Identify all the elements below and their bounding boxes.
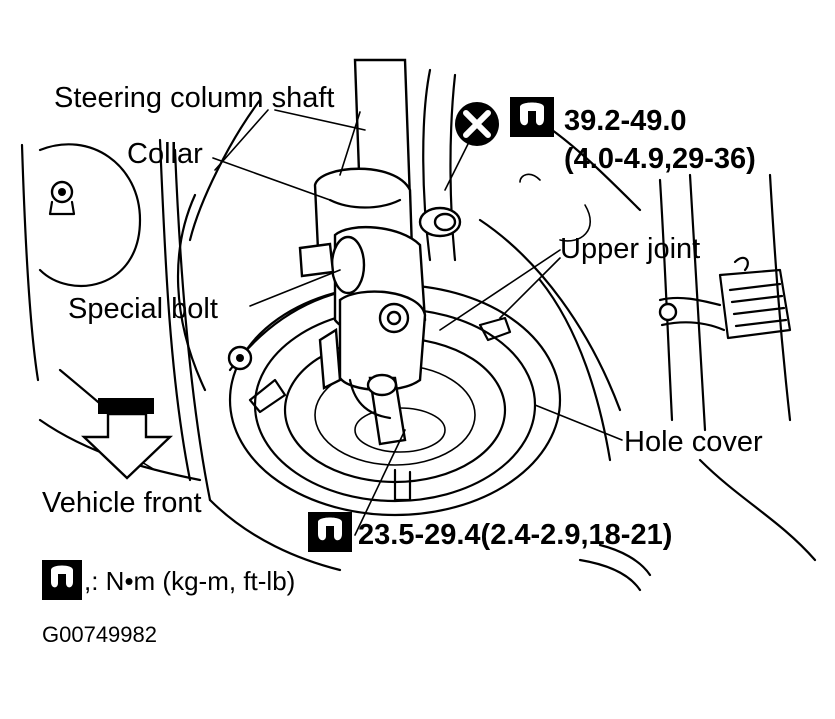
label-upper-joint: Upper joint xyxy=(560,233,700,265)
label-collar: Collar xyxy=(127,138,203,170)
do-not-reuse-icon xyxy=(455,102,499,146)
torque-lower: 23.5-29.4(2.4-2.9,18-21) xyxy=(358,519,672,551)
label-special-bolt: Special bolt xyxy=(68,293,218,325)
panel-bolt xyxy=(48,180,76,216)
steering-shaft-drawing xyxy=(298,58,462,446)
torque-wrench-icon xyxy=(308,512,352,552)
leader-lines xyxy=(129,109,623,536)
figure-id: G00749982 xyxy=(42,622,157,647)
torque-upper-alt: (4.0-4.9,29-36) xyxy=(564,143,756,175)
legend-units: ,: N•m (kg-m, ft-lb) xyxy=(84,566,295,596)
label-vehicle-front: Vehicle front xyxy=(42,487,202,519)
torque-wrench-icon xyxy=(42,560,82,600)
torque-upper-nm: 39.2-49.0 xyxy=(564,105,687,137)
spring-assembly xyxy=(658,256,792,340)
vehicle-front-arrow-icon xyxy=(81,398,173,480)
label-steering-column-shaft: Steering column shaft xyxy=(54,82,334,114)
torque-wrench-icon xyxy=(510,97,554,137)
label-hole-cover: Hole cover xyxy=(624,426,763,458)
